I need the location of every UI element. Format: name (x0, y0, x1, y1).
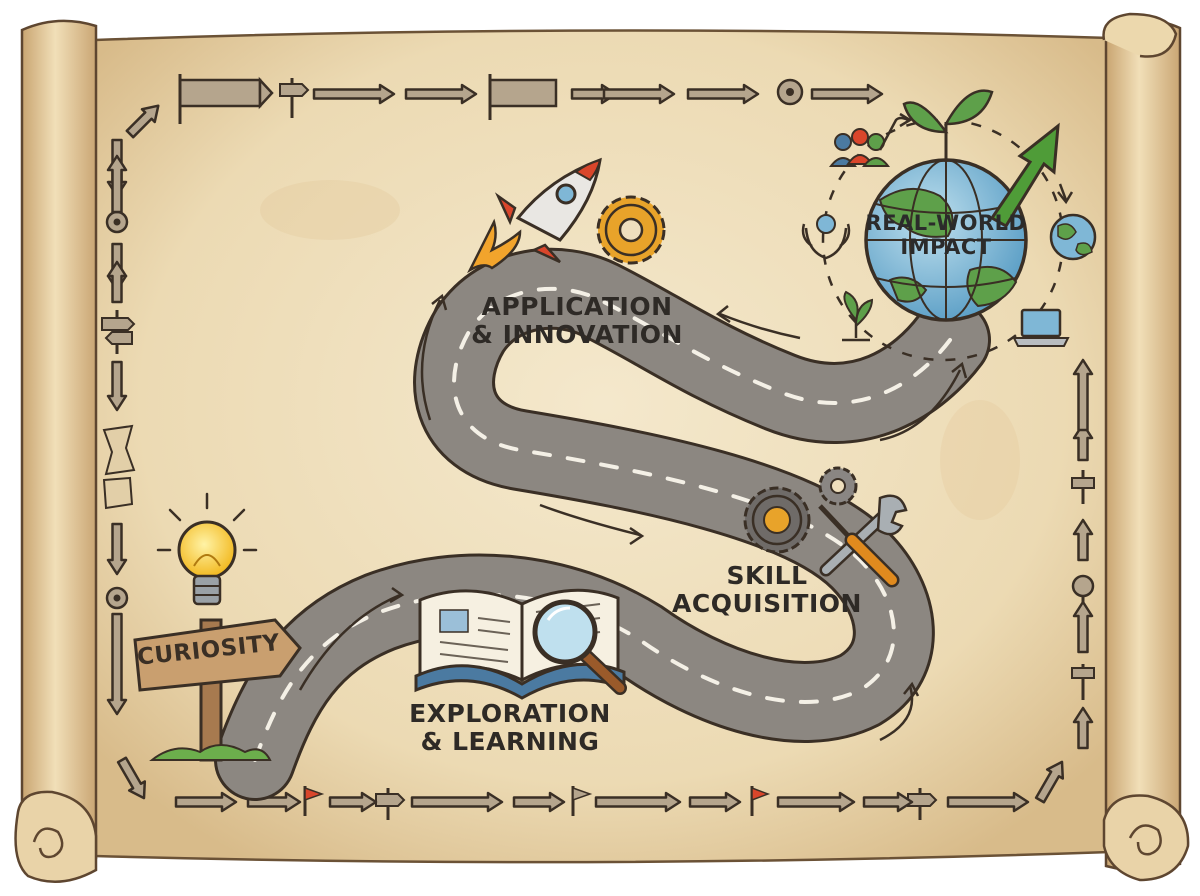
trail-arrow (312, 83, 396, 105)
magnifier-icon (532, 599, 627, 695)
trail-arrow (1072, 600, 1094, 654)
rocket-icon (467, 157, 602, 274)
signpost-icon (133, 618, 302, 762)
stage-label-application: APPLICATION & INNOVATION (462, 293, 692, 349)
stage-label-skill: SKILL ACQUISITION (672, 562, 862, 618)
trail-arrow (106, 360, 128, 412)
stage-label-line: ACQUISITION (672, 589, 862, 618)
signpost-icon (375, 788, 406, 820)
trail-arrow (946, 791, 1030, 813)
trail-arrow (602, 83, 676, 105)
flag-icon (571, 786, 593, 816)
trail-arrow (125, 104, 160, 139)
stage-label-impact: REAL-WORLD IMPACT (857, 211, 1035, 259)
trail-arrow (1072, 358, 1094, 432)
stage-label-exploration: EXPLORATION & LEARNING (405, 700, 615, 756)
trail-arrow (512, 791, 566, 813)
trail-arrow (1072, 706, 1094, 750)
people-icon (828, 128, 891, 167)
gear-icon (596, 195, 666, 265)
trail-arrow (810, 83, 884, 105)
stage-label-line: REAL-WORLD (865, 211, 1027, 235)
plant-icon (842, 290, 874, 342)
trail-arrow (174, 791, 238, 813)
trail-arrow (410, 791, 504, 813)
trail-arrow (404, 83, 478, 105)
stage-label-line: IMPACT (900, 234, 992, 259)
cycle-arrows (878, 112, 1074, 205)
trail-arrow (116, 756, 147, 800)
trail-arrow (776, 791, 856, 813)
gear-icon (743, 486, 811, 554)
trail-arrow (106, 260, 128, 304)
stage-label-line: & INNOVATION (471, 320, 683, 349)
signpost-icon (101, 310, 136, 354)
milestone-icon (776, 78, 804, 106)
earth-icon (1049, 213, 1097, 261)
flag-icon (750, 786, 771, 816)
lightbulb-icon (156, 492, 258, 606)
trail-arrow (328, 791, 378, 813)
trail-arrow (688, 791, 742, 813)
screwdriver-icon (818, 504, 900, 588)
milestone-icon (488, 74, 558, 120)
trail-arrow (594, 791, 682, 813)
trail-arrow (1072, 518, 1094, 562)
signpost-icon (1071, 470, 1095, 504)
milestone-icon (178, 74, 274, 124)
signpost-icon (1071, 664, 1095, 700)
trail-arrow (106, 612, 128, 716)
trail-arrow (862, 791, 914, 813)
milestone-icon (102, 424, 136, 510)
milestone-icon (105, 586, 129, 610)
stage-label-line: APPLICATION (481, 292, 673, 321)
trail-arrow (1034, 760, 1065, 804)
stage-label-line: EXPLORATION (409, 699, 611, 728)
stage-label-line: SKILL (726, 561, 808, 590)
signpost-icon (279, 78, 310, 118)
border-arrow-trail (101, 74, 1095, 820)
trail-arrow (106, 154, 128, 214)
sprout-icon (902, 89, 994, 162)
growth-arrow-icon (989, 122, 1060, 229)
gear-icon (818, 466, 858, 506)
trail-arrow (686, 83, 760, 105)
trail-arrow (106, 522, 128, 576)
flag-icon (303, 786, 325, 816)
hands-icon (801, 214, 851, 260)
laptop-icon (1012, 308, 1070, 347)
stage-label-line: & LEARNING (420, 727, 600, 756)
milestone-icon (105, 210, 129, 234)
